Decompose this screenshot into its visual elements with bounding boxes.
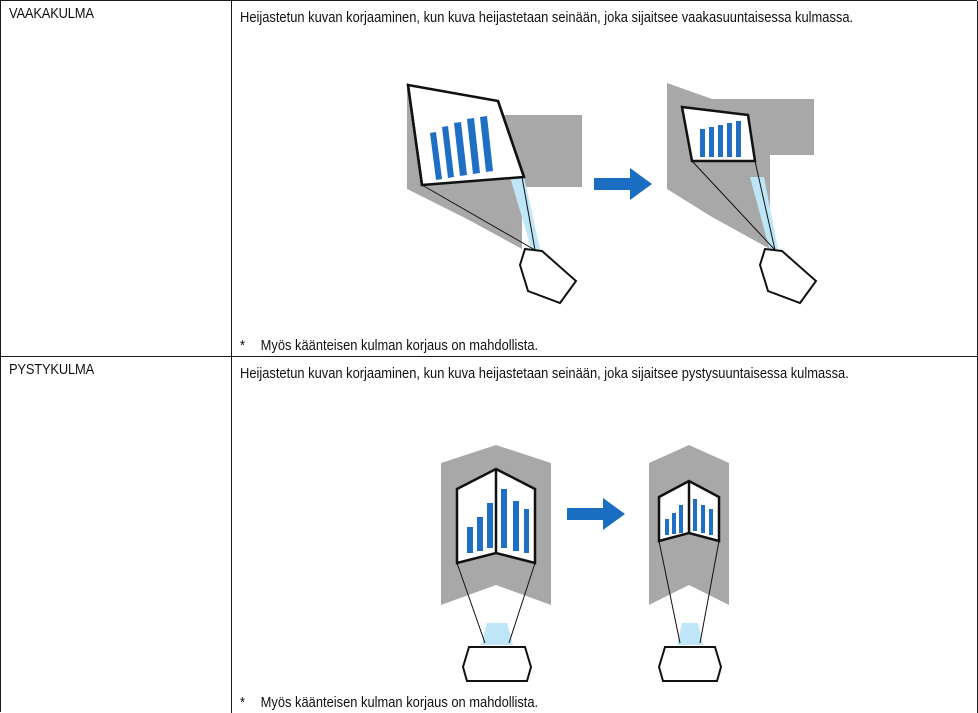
- after-illustration: [667, 83, 818, 305]
- bar-chart: [665, 499, 713, 535]
- footnote-text: Myös käänteisen kulman korjaus on mahdol…: [260, 694, 539, 711]
- footnote-marker: *: [240, 694, 246, 711]
- projector: [518, 247, 578, 305]
- label-cell: VAAKAKULMA: [1, 1, 232, 356]
- projector: [758, 247, 818, 305]
- footnote-marker: *: [240, 337, 246, 354]
- description-text: Heijastetun kuvan korjaaminen, kun kuva …: [240, 9, 854, 26]
- vertical-corner-illustration: [441, 445, 729, 682]
- bar-chart: [700, 121, 741, 157]
- before-illustration: [441, 445, 551, 682]
- description-text: Heijastetun kuvan korjaaminen, kun kuva …: [240, 365, 849, 382]
- right-arrow: [567, 498, 625, 530]
- projection-beam: [510, 177, 540, 251]
- table-row-horizontal-corner: VAAKAKULMA Heijastetun kuvan korjaaminen…: [1, 1, 978, 357]
- footnote-text: Myös käänteisen kulman korjaus on mahdol…: [260, 337, 539, 354]
- projection-beam: [677, 623, 703, 645]
- bar-chart: [467, 489, 529, 553]
- projector: [461, 646, 533, 682]
- footnote: * Myös käänteisen kulman korjaus on mahdo…: [240, 337, 538, 354]
- projection-beam: [481, 623, 513, 645]
- bar-chart: [430, 116, 493, 180]
- right-arrow: [594, 168, 652, 200]
- horizontal-corner-illustration: [406, 83, 818, 305]
- label-cell: PYSTYKULMA: [1, 357, 232, 713]
- row-label: VAAKAKULMA: [9, 5, 94, 22]
- content-cell: Heijastetun kuvan korjaaminen, kun kuva …: [232, 357, 978, 713]
- table-row-vertical-corner: PYSTYKULMA Heijastetun kuvan korjaaminen…: [1, 357, 978, 713]
- after-illustration: [649, 445, 729, 682]
- content-cell: Heijastetun kuvan korjaaminen, kun kuva …: [232, 1, 978, 356]
- row-label: PYSTYKULMA: [9, 361, 95, 378]
- footnote: * Myös käänteisen kulman korjaus on mahdo…: [240, 694, 538, 711]
- projector: [657, 646, 723, 682]
- row-description: Heijastetun kuvan korjaaminen, kun kuva …: [240, 5, 853, 31]
- before-illustration: [406, 83, 582, 305]
- row-description: Heijastetun kuvan korjaaminen, kun kuva …: [240, 361, 849, 387]
